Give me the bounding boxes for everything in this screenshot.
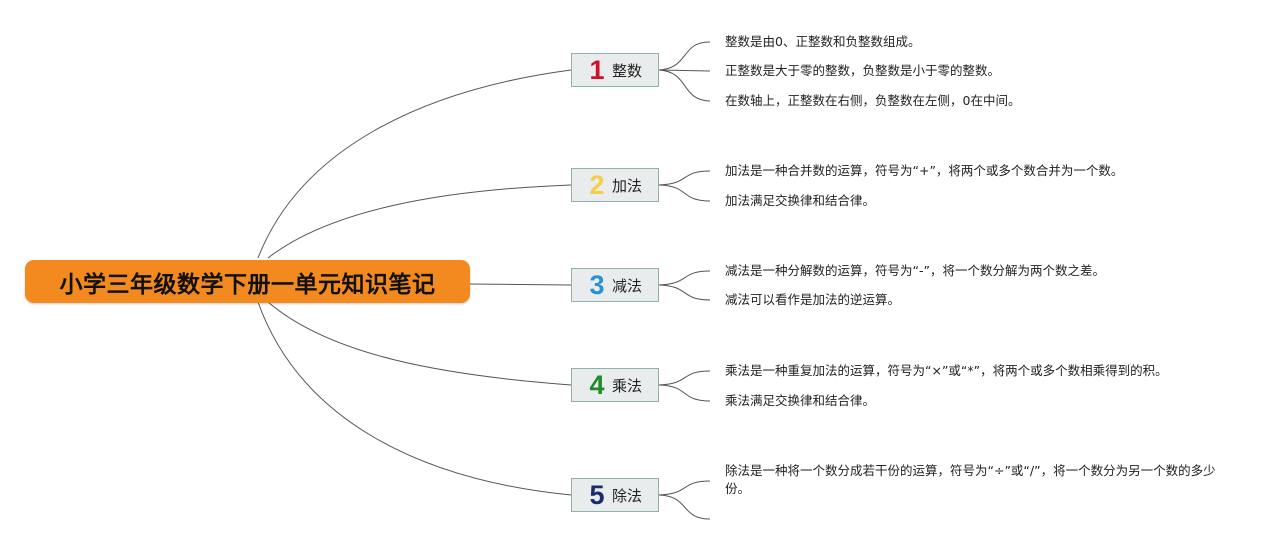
leaf-text[interactable]: 乘法满足交换律和结合律。 [725, 393, 876, 408]
leaf-text[interactable]: 加法满足交换律和结合律。 [725, 193, 876, 208]
leaf-text[interactable]: 除法是一种将一个数分成若干份的运算，符号为“÷”或“/”，将一个数分为另一个数的… [725, 463, 1216, 496]
branch-label: 除法 [612, 486, 643, 505]
leaf-text[interactable]: 整数是由0、正整数和负整数组成。 [725, 34, 921, 49]
number-1-icon: 1 [589, 54, 605, 85]
branch-integers[interactable]: 1 整数 [571, 53, 659, 87]
number-3-icon: 3 [589, 269, 605, 300]
branch-label: 整数 [612, 61, 643, 80]
root-topic[interactable]: 小学三年级数学下册一单元知识笔记 [25, 260, 470, 303]
branch-label: 减法 [612, 276, 643, 295]
leaf-text[interactable]: 减法可以看作是加法的逆运算。 [725, 292, 901, 307]
number-5-icon: 5 [589, 479, 605, 510]
number-4-icon: 4 [589, 369, 605, 400]
branch-label: 加法 [612, 176, 643, 195]
branch-subtraction[interactable]: 3 减法 [571, 268, 659, 302]
number-2-icon: 2 [589, 169, 605, 200]
leaf-text[interactable]: 在数轴上，正整数在右侧，负整数在左侧，0在中间。 [725, 93, 1021, 108]
branch-label: 乘法 [612, 376, 643, 395]
leaf-text[interactable]: 正整数是大于零的整数，负整数是小于零的整数。 [725, 63, 1001, 78]
root-title: 小学三年级数学下册一单元知识笔记 [59, 271, 436, 298]
leaf-text[interactable]: 乘法是一种重复加法的运算，符号为“×”或“*”，将两个或多个数相乘得到的积。 [725, 363, 1168, 378]
leaf-text[interactable]: 加法是一种合并数的运算，符号为“+”，将两个或多个数合并为一个数。 [725, 163, 1124, 178]
branch-addition[interactable]: 2 加法 [571, 168, 659, 202]
branch-multiplication[interactable]: 4 乘法 [571, 368, 659, 402]
leaf-text[interactable]: 减法是一种分解数的运算，符号为“-”，将一个数分解为两个数之差。 [725, 263, 1105, 278]
branch-division[interactable]: 5 除法 [571, 478, 659, 512]
